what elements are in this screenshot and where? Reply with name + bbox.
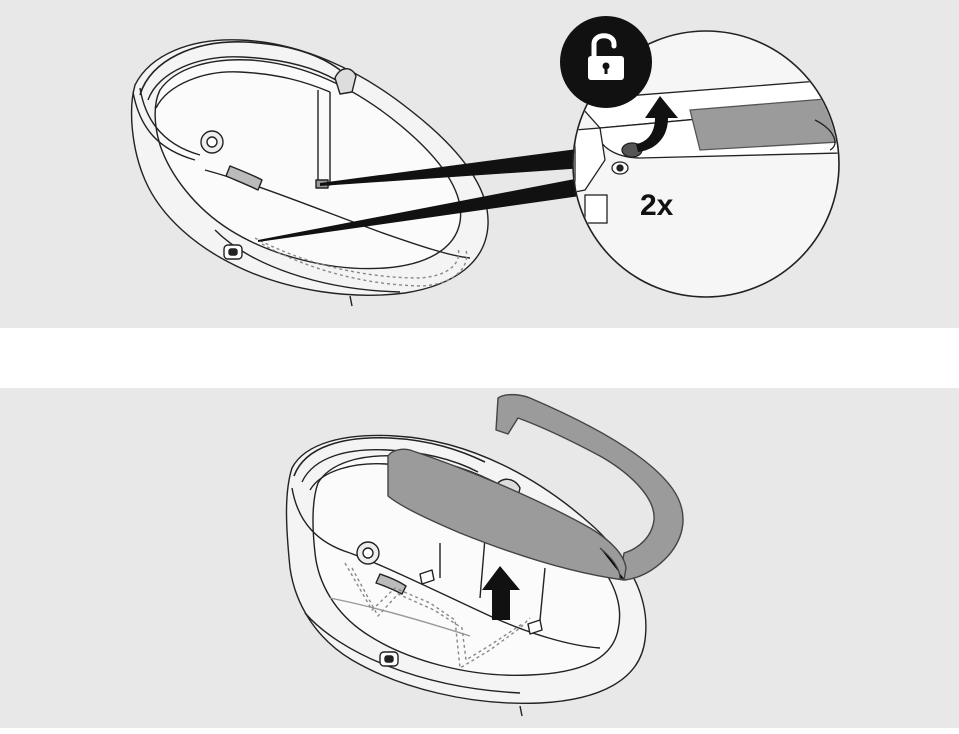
- step-1-panel: 2x: [0, 0, 959, 328]
- step-2-illustration: [0, 388, 959, 728]
- zoom-pointer: [258, 148, 585, 242]
- step-1-illustration: 2x: [0, 0, 959, 328]
- carrycot: [285, 434, 647, 717]
- press-count-label: 2x: [640, 189, 674, 222]
- rotate-arrow-icon: [636, 96, 678, 152]
- step-2-panel: [0, 388, 959, 728]
- carrycot: [130, 39, 489, 307]
- arrow-up-icon: [482, 566, 520, 620]
- unlock-icon: [560, 16, 652, 108]
- bumper-bar: [387, 393, 684, 581]
